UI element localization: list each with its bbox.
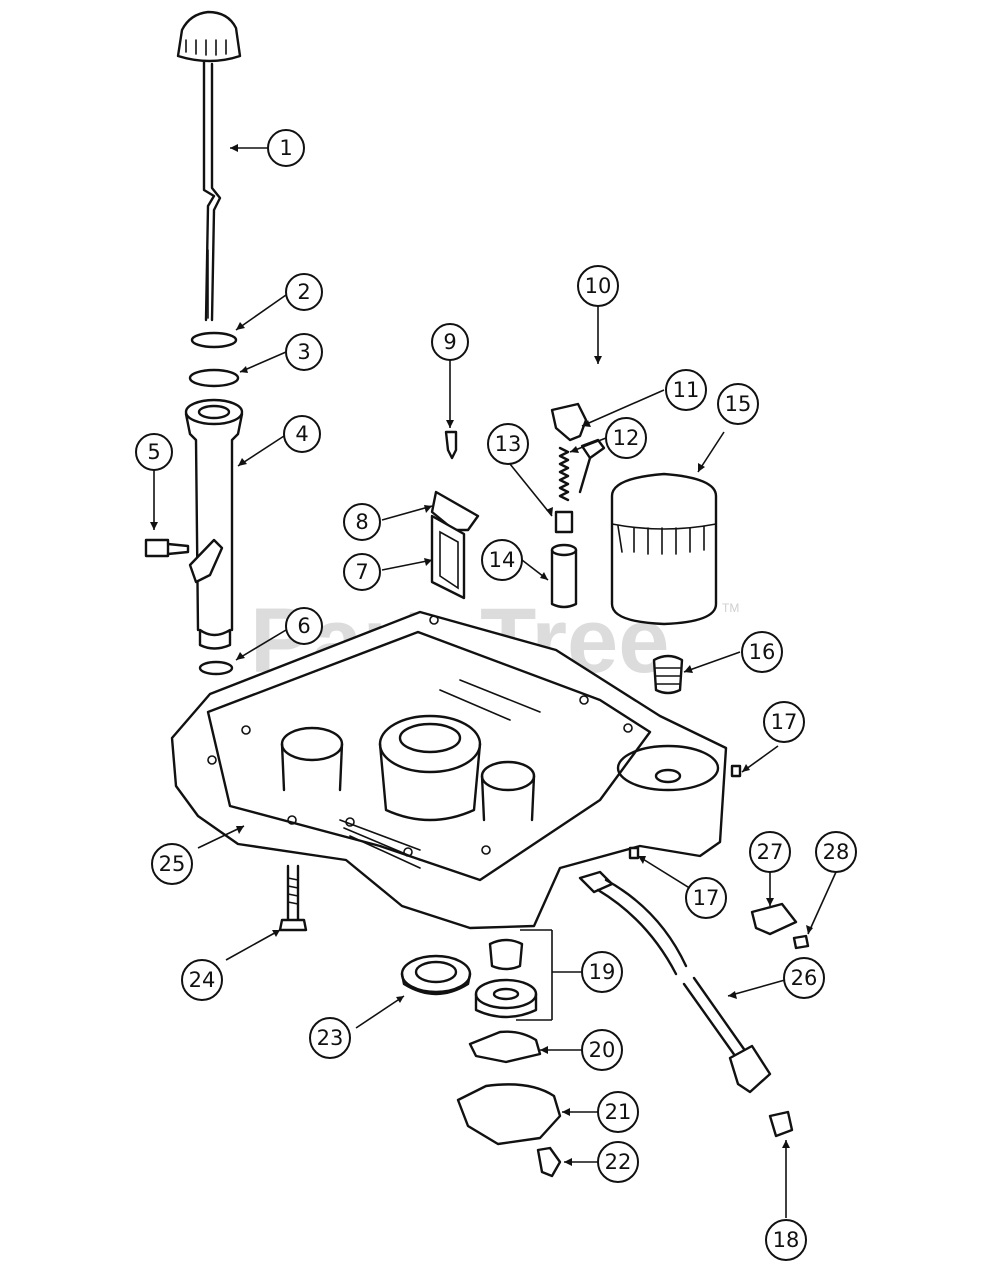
- leader-lines: [153, 147, 837, 1218]
- callout-14[interactable]: 14: [481, 539, 523, 581]
- svg-text:2: 2: [297, 280, 310, 304]
- part-crankcase: [170, 610, 728, 930]
- callout-18[interactable]: 18: [765, 1219, 807, 1261]
- svg-text:23: 23: [317, 1026, 344, 1050]
- callout-17b[interactable]: 17: [685, 877, 727, 919]
- part-o-ring-6: [198, 660, 234, 676]
- svg-text:13: 13: [495, 432, 522, 456]
- part-screw-28: [792, 934, 810, 950]
- svg-text:7: 7: [355, 560, 368, 584]
- part-oil-pump-19: [474, 938, 538, 1019]
- callout-26[interactable]: 26: [783, 957, 825, 999]
- svg-text:22: 22: [605, 1150, 632, 1174]
- svg-text:28: 28: [823, 840, 850, 864]
- part-oil-filter: [610, 472, 718, 626]
- part-cover-21: [456, 1083, 562, 1146]
- svg-text:9: 9: [443, 330, 456, 354]
- callout-27[interactable]: 27: [749, 831, 791, 873]
- part-bracket-27: [750, 902, 798, 936]
- svg-text:14: 14: [489, 548, 516, 572]
- svg-text:6: 6: [297, 614, 310, 638]
- callout-19[interactable]: 19: [581, 951, 623, 993]
- svg-text:15: 15: [725, 392, 752, 416]
- part-screw-9: [444, 430, 458, 460]
- svg-text:1: 1: [279, 136, 292, 160]
- callout-24[interactable]: 24: [181, 959, 223, 1001]
- arrow-heads: [150, 144, 813, 1166]
- part-gasket-20: [468, 1030, 542, 1064]
- part-bolt-10: [578, 438, 606, 494]
- callout-22[interactable]: 22: [597, 1141, 639, 1183]
- svg-text:8: 8: [355, 510, 368, 534]
- callout-15[interactable]: 15: [717, 383, 759, 425]
- callouts: 1 2 3 4 5 6 7 8 9 10 11 12 13 14 15 16 1…: [135, 129, 857, 1261]
- part-plug-17b: [628, 846, 640, 860]
- svg-text:24: 24: [189, 968, 216, 992]
- part-bracket-8: [430, 490, 480, 532]
- part-dipstick-tube: [184, 398, 244, 650]
- part-bolt-24: [278, 864, 308, 932]
- part-drain-plug-18: [768, 1110, 794, 1138]
- svg-text:27: 27: [757, 840, 784, 864]
- callout-3[interactable]: 3: [285, 333, 323, 371]
- callout-23[interactable]: 23: [309, 1017, 351, 1059]
- callout-1[interactable]: 1: [267, 129, 305, 167]
- svg-text:4: 4: [295, 422, 308, 446]
- svg-text:11: 11: [673, 378, 700, 402]
- callout-4[interactable]: 4: [283, 415, 321, 453]
- svg-text:25: 25: [159, 852, 186, 876]
- part-seal-23: [400, 954, 472, 996]
- svg-text:21: 21: [605, 1100, 632, 1124]
- callout-10[interactable]: 10: [577, 265, 619, 307]
- part-adapter-16: [652, 654, 684, 695]
- watermark-trademark: TM: [722, 601, 739, 615]
- svg-text:12: 12: [613, 426, 640, 450]
- callout-12[interactable]: 12: [605, 417, 647, 459]
- part-bracket-11: [550, 402, 588, 442]
- callout-6[interactable]: 6: [285, 607, 323, 645]
- svg-text:17: 17: [771, 710, 798, 734]
- part-dipstick: [176, 10, 242, 322]
- svg-text:5: 5: [147, 440, 160, 464]
- svg-text:17: 17: [693, 886, 720, 910]
- part-o-ring-3: [188, 368, 240, 388]
- callout-25[interactable]: 25: [151, 843, 193, 885]
- svg-text:26: 26: [791, 966, 818, 990]
- svg-text:10: 10: [585, 274, 612, 298]
- callout-17a[interactable]: 17: [763, 701, 805, 743]
- part-fitting-22: [536, 1146, 562, 1178]
- svg-text:16: 16: [749, 640, 776, 664]
- part-plug-17a: [730, 764, 742, 778]
- part-bolt-5: [144, 538, 190, 558]
- svg-text:20: 20: [589, 1038, 616, 1062]
- callout-28[interactable]: 28: [815, 831, 857, 873]
- part-drain-hose: [578, 870, 772, 1094]
- callout-16[interactable]: 16: [741, 631, 783, 673]
- callout-11[interactable]: 11: [665, 369, 707, 411]
- callout-21[interactable]: 21: [597, 1091, 639, 1133]
- part-sleeve-14: [550, 543, 578, 609]
- callout-9[interactable]: 9: [431, 323, 469, 361]
- callout-7[interactable]: 7: [343, 553, 381, 591]
- callout-8[interactable]: 8: [343, 503, 381, 541]
- svg-text:3: 3: [297, 340, 310, 364]
- callout-2[interactable]: 2: [285, 273, 323, 311]
- part-spring-12: [558, 446, 570, 502]
- svg-text:18: 18: [773, 1228, 800, 1252]
- part-o-ring-2: [190, 331, 238, 349]
- svg-text:19: 19: [589, 960, 616, 984]
- callout-13[interactable]: 13: [487, 423, 529, 465]
- callout-20[interactable]: 20: [581, 1029, 623, 1071]
- callout-5[interactable]: 5: [135, 433, 173, 471]
- part-valve-13: [554, 510, 574, 534]
